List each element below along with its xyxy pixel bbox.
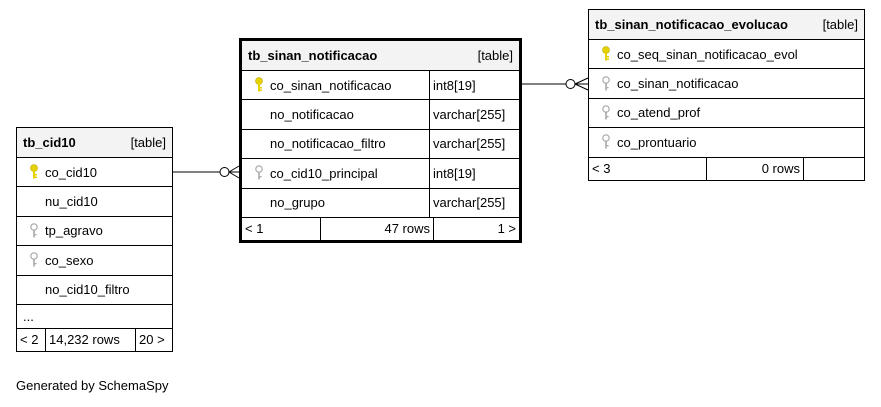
column-name: nu_cid10	[45, 194, 98, 210]
table-footer: < 1 47 rows 1 >	[242, 217, 519, 240]
column-type: varchar[255]	[429, 100, 519, 129]
foreign-key-icon	[595, 75, 617, 92]
foreign-key-icon	[595, 105, 617, 121]
column-type: varchar[255]	[429, 129, 519, 159]
foreign-key-icon	[248, 165, 270, 181]
table-footer: < 3 0 rows	[589, 157, 864, 180]
column-row[interactable]: co_cid10	[17, 158, 172, 188]
footer-next[interactable]: 20 >	[135, 328, 172, 351]
footer-prev[interactable]: < 1	[245, 221, 264, 237]
column-row[interactable]: co_prontuario	[589, 128, 864, 158]
footer-next[interactable]: 1 >	[433, 217, 519, 240]
table-cid10[interactable]: tb_cid10 [table] co_cid10 nu_cid10 tp_ag…	[16, 127, 173, 352]
column-row[interactable]: co_sexo	[17, 246, 172, 276]
column-name: co_sinan_notificacao	[617, 76, 739, 92]
column-name: no_grupo	[270, 195, 325, 211]
primary-key-icon	[248, 77, 270, 93]
column-row[interactable]: no_notificacao_filtro varchar[255]	[242, 129, 519, 160]
relationship-notificacao-evolucao	[522, 77, 589, 91]
column-name: tp_agravo	[45, 223, 103, 239]
column-name: no_notificacao_filtro	[270, 136, 386, 152]
table-header: tb_sinan_notificacao [table]	[242, 41, 519, 71]
primary-key-icon	[23, 164, 45, 180]
column-row[interactable]: co_seq_sinan_notificacao_evol	[589, 40, 864, 70]
table-header: tb_cid10 [table]	[17, 128, 172, 158]
table-type: [table]	[477, 48, 513, 63]
column-row[interactable]: co_sinan_notificacao int8[19]	[242, 71, 519, 101]
column-name: no_cid10_filtro	[45, 282, 130, 298]
footer-prev[interactable]: < 3	[592, 161, 611, 177]
column-name: no_notificacao	[270, 107, 354, 123]
primary-key-icon	[595, 46, 617, 62]
column-name: co_sinan_notificacao	[270, 77, 392, 93]
column-row[interactable]: no_cid10_filtro	[17, 276, 172, 305]
column-row[interactable]: co_sinan_notificacao	[589, 69, 864, 99]
column-row[interactable]: no_notificacao varchar[255]	[242, 100, 519, 130]
column-name: co_atend_prof	[617, 105, 701, 121]
column-name: co_prontuario	[617, 134, 697, 150]
table-sinan-notificacao-evolucao[interactable]: tb_sinan_notificacao_evolucao [table] co…	[588, 9, 865, 181]
column-name: co_cid10	[45, 164, 98, 180]
column-row[interactable]: co_atend_prof	[589, 99, 864, 129]
generated-by-label: Generated by SchemaSpy	[16, 378, 169, 393]
column-name: co_seq_sinan_notificacao_evol	[617, 46, 798, 62]
more-columns-ellipsis: ...	[17, 305, 172, 329]
column-name: co_sexo	[45, 252, 94, 268]
footer-rows: 14,232 rows	[45, 328, 135, 351]
column-type: int8[19]	[429, 71, 519, 100]
relationship-cid10-notificacao	[173, 165, 240, 179]
footer-prev[interactable]: < 2	[20, 332, 39, 348]
table-type: [table]	[130, 135, 166, 150]
table-sinan-notificacao[interactable]: tb_sinan_notificacao [table] co_sinan_no…	[239, 38, 522, 243]
table-name: tb_cid10	[23, 135, 76, 150]
column-row[interactable]: tp_agravo	[17, 217, 172, 247]
table-name: tb_sinan_notificacao	[248, 48, 378, 63]
foreign-key-icon	[23, 223, 45, 239]
table-name: tb_sinan_notificacao_evolucao	[595, 17, 788, 32]
footer-rows: 0 rows	[706, 157, 803, 180]
column-type: varchar[255]	[429, 188, 519, 217]
column-type: int8[19]	[429, 159, 519, 188]
column-row[interactable]: nu_cid10	[17, 187, 172, 217]
table-header: tb_sinan_notificacao_evolucao [table]	[589, 10, 864, 40]
footer-next[interactable]	[803, 157, 864, 180]
table-type: [table]	[822, 17, 858, 32]
foreign-key-icon	[595, 134, 617, 150]
footer-rows: 47 rows	[320, 217, 433, 240]
column-row[interactable]: co_cid10_principal int8[19]	[242, 159, 519, 189]
foreign-key-icon	[23, 252, 45, 268]
column-name: co_cid10_principal	[270, 165, 378, 181]
column-row[interactable]: no_grupo varchar[255]	[242, 188, 519, 218]
table-footer: < 2 14,232 rows 20 >	[17, 328, 172, 351]
